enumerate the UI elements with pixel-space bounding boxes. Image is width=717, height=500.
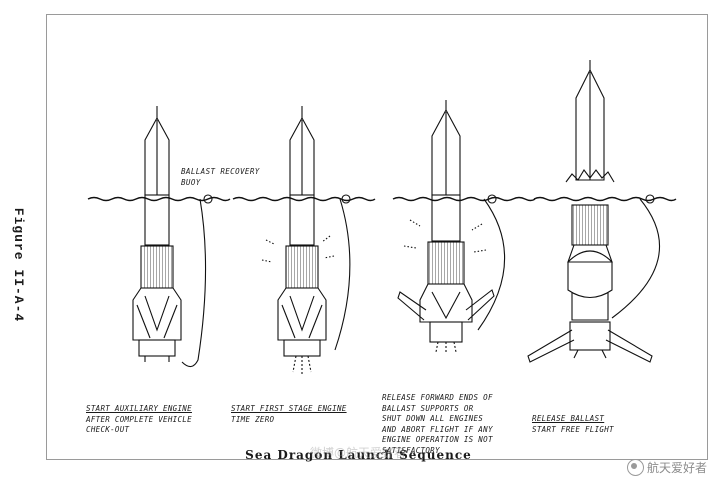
buoy-label: BALLAST RECOVERY BUOY bbox=[181, 166, 260, 188]
figure-title: Sea Dragon Launch Sequence bbox=[245, 448, 472, 462]
caption-line: SATISFACTORY bbox=[382, 445, 440, 455]
watermark-center: 微博@航天爱好者 bbox=[310, 446, 407, 460]
caption-line: AND ABORT FLIGHT IF ANY bbox=[382, 424, 493, 434]
rocket-stage-3 bbox=[397, 100, 506, 354]
caption-line: START FREE FLIGHT bbox=[532, 424, 614, 434]
watermark: 航天爱好者 bbox=[626, 459, 707, 476]
caption-line: RELEASE FORWARD ENDS OF bbox=[382, 393, 493, 402]
watermark-text: 航天爱好者 bbox=[646, 461, 707, 475]
rocket-stage-2 bbox=[261, 106, 351, 374]
caption-line: BALLAST SUPPORTS OR bbox=[382, 403, 474, 413]
caption-line: START FIRST STAGE ENGINE bbox=[231, 404, 347, 413]
rocket-stage-4 bbox=[527, 60, 661, 363]
caption-step-1: START AUXILIARY ENGINE AFTER COMPLETE VE… bbox=[86, 404, 192, 436]
caption-line: START AUXILIARY ENGINE bbox=[86, 404, 192, 413]
figure-frame bbox=[46, 14, 708, 460]
caption-line: TIME ZERO bbox=[231, 414, 275, 424]
caption-step-4: RELEASE BALLAST START FREE FLIGHT bbox=[532, 414, 614, 435]
caption-line: AFTER COMPLETE VEHICLE bbox=[86, 414, 192, 424]
caption-line: ENGINE OPERATION IS NOT bbox=[382, 435, 493, 444]
sea-surface bbox=[87, 196, 677, 202]
caption-line: CHECK-OUT bbox=[86, 425, 130, 434]
caption-line: RELEASE BALLAST bbox=[532, 414, 605, 423]
caption-step-3: RELEASE FORWARD ENDS OF BALLAST SUPPORTS… bbox=[382, 393, 493, 456]
buoy-label-line-2: BUOY bbox=[181, 178, 201, 187]
caption-line: SHUT DOWN ALL ENGINES bbox=[382, 414, 484, 423]
rocket-stage-1 bbox=[132, 106, 213, 368]
watermark-logo-icon bbox=[626, 459, 644, 476]
caption-step-2: START FIRST STAGE ENGINE TIME ZERO bbox=[231, 404, 347, 425]
buoy-label-line-1: BALLAST RECOVERY bbox=[181, 167, 260, 176]
